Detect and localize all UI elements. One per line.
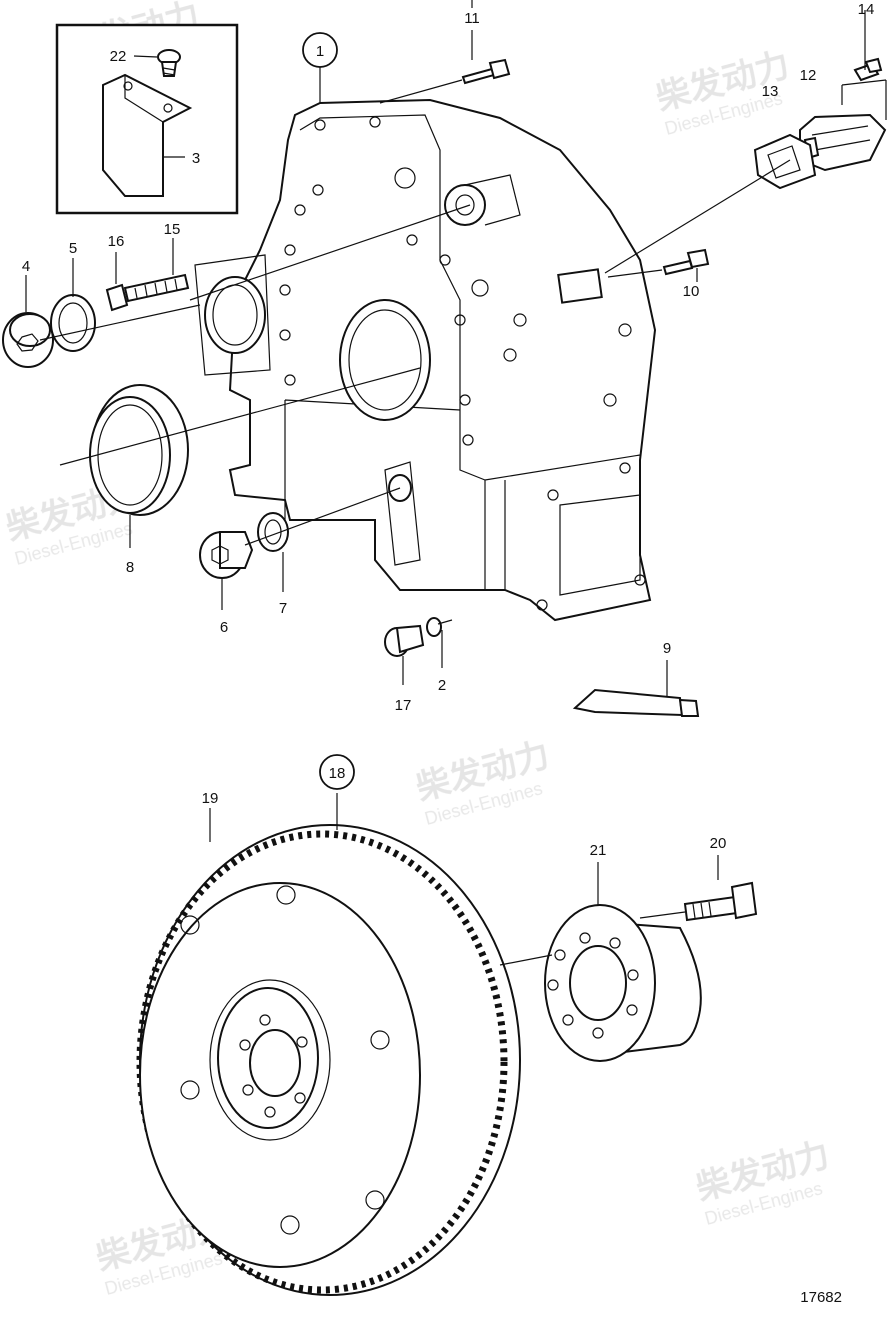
washer-part-7 bbox=[244, 487, 401, 592]
bolt-part-10 bbox=[607, 248, 710, 282]
seal-ring-part-8 bbox=[59, 367, 421, 548]
callout-20: 20 bbox=[710, 835, 727, 852]
nut-part-16 bbox=[105, 252, 129, 312]
hub-part-21 bbox=[499, 862, 702, 1062]
bolt-part-11 bbox=[379, 0, 511, 104]
figure-number: 17682 bbox=[800, 1289, 842, 1306]
callout-15: 15 bbox=[164, 221, 181, 238]
callout-labels: 1 18 2 3 4 5 6 7 8 9 10 11 12 13 14 15 1… bbox=[22, 1, 875, 859]
callout-19: 19 bbox=[202, 790, 219, 807]
callout-14: 14 bbox=[858, 1, 875, 18]
flywheel-part-18 bbox=[136, 793, 521, 1296]
callout-18: 18 bbox=[329, 765, 346, 782]
callout-17: 17 bbox=[395, 697, 412, 714]
plug-part-4 bbox=[2, 275, 54, 368]
callout-4: 4 bbox=[22, 258, 30, 275]
callout-12: 12 bbox=[800, 67, 817, 84]
callout-3: 3 bbox=[192, 150, 200, 167]
callout-9: 9 bbox=[663, 640, 671, 657]
plug-part-6 bbox=[199, 531, 254, 610]
callout-7: 7 bbox=[279, 600, 287, 617]
seal-ring-part-5 bbox=[50, 258, 96, 352]
stud-part-15 bbox=[123, 238, 190, 303]
plug-part-17 bbox=[384, 624, 425, 685]
callout-21: 21 bbox=[590, 842, 607, 859]
callout-13: 13 bbox=[762, 83, 779, 100]
callout-16: 16 bbox=[108, 233, 125, 250]
callout-11: 11 bbox=[464, 10, 480, 27]
callout-6: 6 bbox=[220, 619, 228, 636]
callout-2: 2 bbox=[438, 677, 446, 694]
callout-10: 10 bbox=[683, 283, 700, 300]
gasket-part-13 bbox=[753, 133, 817, 190]
flywheel-housing bbox=[194, 98, 657, 622]
inset-box bbox=[55, 23, 239, 215]
callout-1: 1 bbox=[316, 43, 324, 60]
screw-part-14 bbox=[841, 10, 887, 120]
sealant-tube-part-9 bbox=[572, 660, 700, 717]
washer-part-2 bbox=[426, 617, 453, 668]
bolt-part-20 bbox=[639, 855, 758, 922]
callout-5: 5 bbox=[69, 240, 77, 257]
callout-8: 8 bbox=[126, 559, 134, 576]
callout-22: 22 bbox=[110, 48, 127, 65]
